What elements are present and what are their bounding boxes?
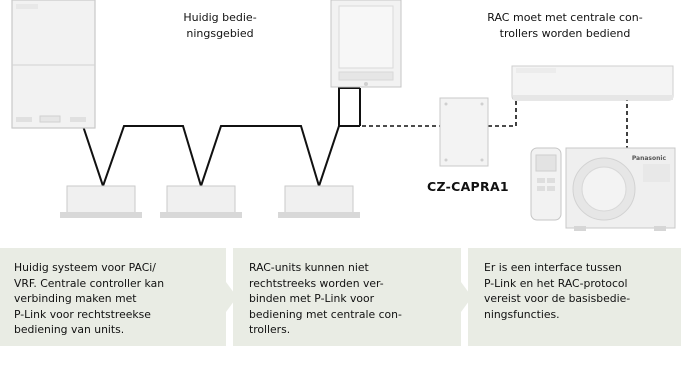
info-box-interface-required: Er is een interface tussen P-Link en het… (468, 248, 681, 346)
info-box-current-system: Huidig systeem voor PACi/ VRF. Centrale … (0, 248, 226, 346)
dashed-link-to-rac (488, 97, 517, 127)
ceiling-cassette-2-icon (160, 185, 242, 218)
chevron-arrow-1-icon (226, 282, 237, 312)
p-link-wire (27, 87, 360, 190)
ceiling-cassette-1-icon (60, 185, 142, 218)
ceiling-panel-icon (330, 0, 402, 88)
panasonic-logo-text: Panasonic (632, 155, 667, 162)
info-box-rac-units: RAC-units kunnen niet rechtstreeks worde… (233, 248, 461, 346)
ceiling-cassette-3-icon (278, 185, 360, 218)
rac-outdoor-unit-icon: Panasonic (565, 147, 676, 231)
chevron-arrow-2-icon (461, 282, 472, 312)
rac-wall-unit-icon (511, 65, 674, 101)
remote-control-icon (530, 147, 562, 221)
vrf-outdoor-unit-icon (11, 0, 96, 129)
system-diagram: Panasonic (11, 0, 676, 231)
interface-model-label: CZ-CAPRA1 (427, 179, 509, 194)
interface-adapter-icon (439, 97, 489, 167)
rac-control-requirement-label: RAC moet met centrale con- trollers word… (487, 11, 643, 40)
current-control-area-label: Huidig bedie- ningsgebied (183, 11, 257, 40)
